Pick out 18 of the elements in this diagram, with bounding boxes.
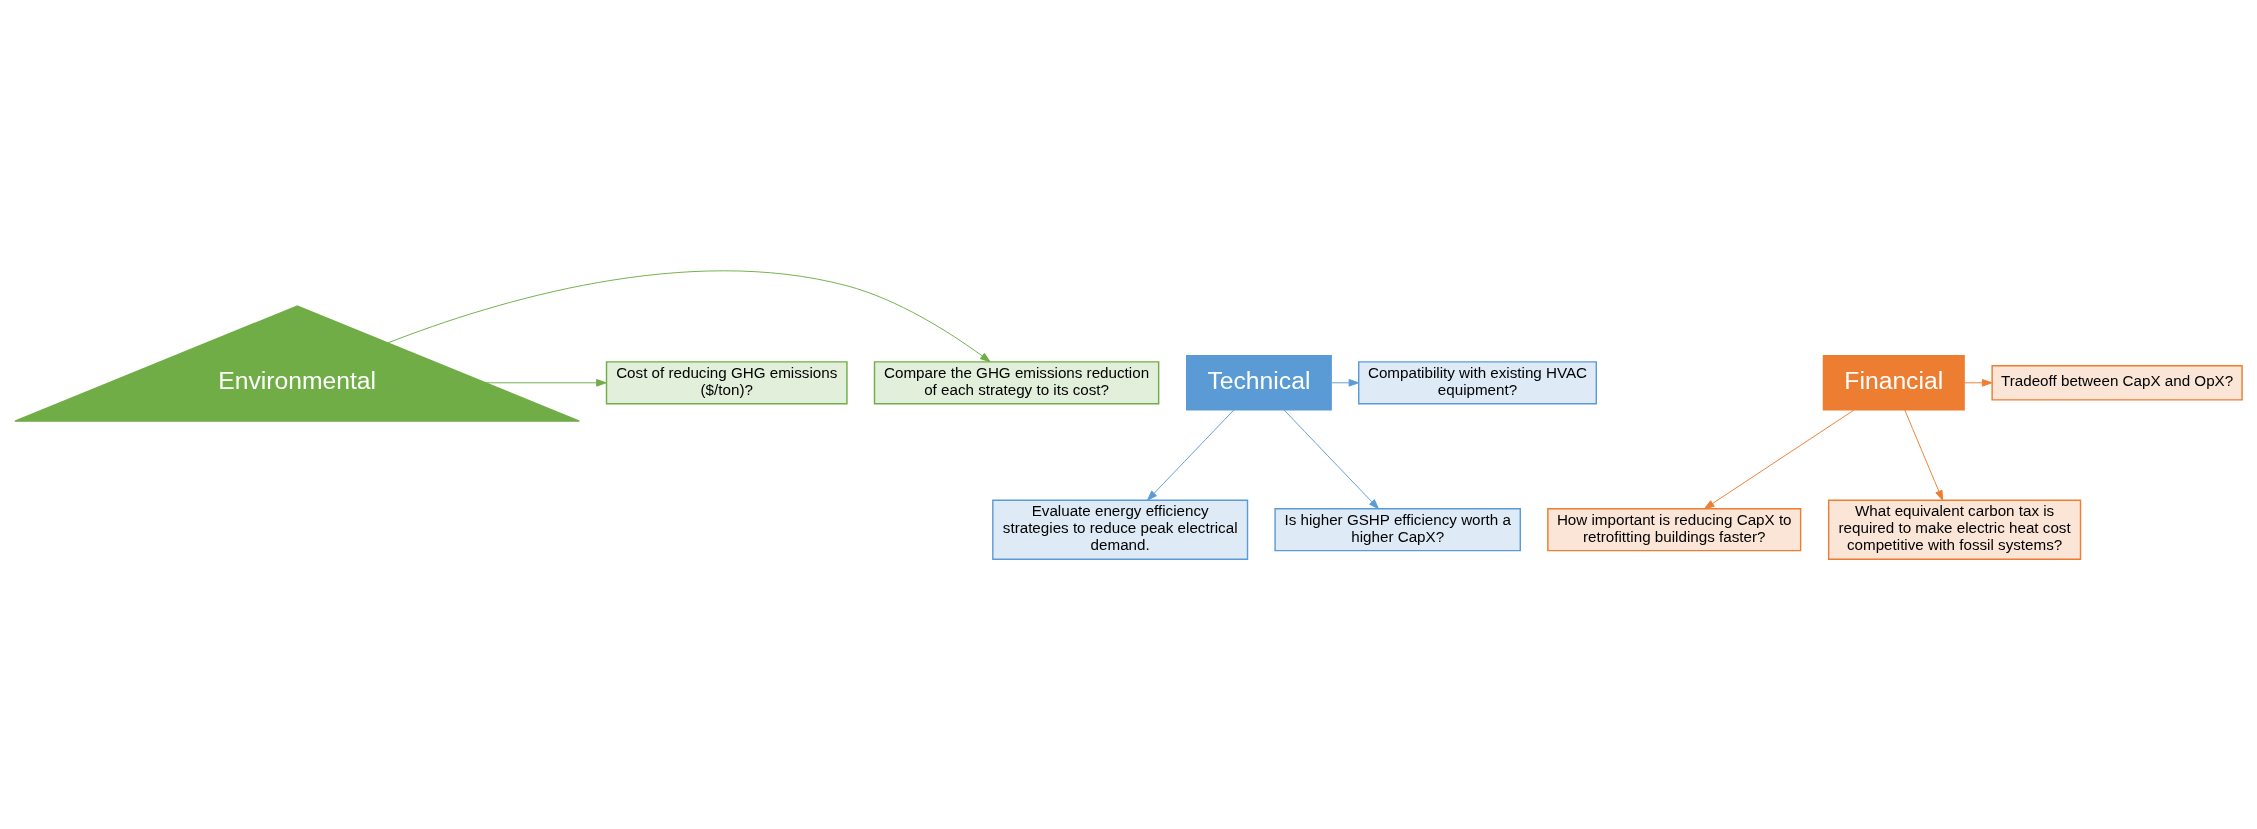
node-box: Evaluate energy efficiency strategies to reduce peak electrical demand. — [992, 499, 1249, 560]
arrow — [1331, 378, 1360, 387]
arrow — [1904, 409, 1944, 501]
node-box: Technical — [1186, 354, 1332, 411]
arrow — [485, 378, 607, 387]
node-box: What equivalent carbon tax is required to make electric heat cost competitive with fossil systems? — [1827, 499, 2082, 560]
arrow — [387, 269, 991, 362]
node-box: Tradeoff between CapX and OpX? — [1991, 364, 2243, 401]
node-box: Compatibility with existing HVAC equipment? — [1358, 360, 1598, 404]
node-box: Compare the GHG emissions reduction of each strategy to its cost? — [873, 360, 1160, 404]
arrow — [1963, 378, 1993, 387]
node-box: Is higher GSHP efficiency worth a higher CapX? — [1274, 507, 1521, 551]
node-box: Financial — [1822, 354, 1965, 411]
arrow — [1147, 409, 1235, 501]
arrow — [1283, 409, 1379, 509]
node-box: How important is reducing CapX to retrofitting buildings faster? — [1547, 507, 1802, 551]
node-box: Cost of reducing GHG emissions ($/ton)? — [605, 360, 848, 404]
arrow — [1704, 409, 1855, 509]
